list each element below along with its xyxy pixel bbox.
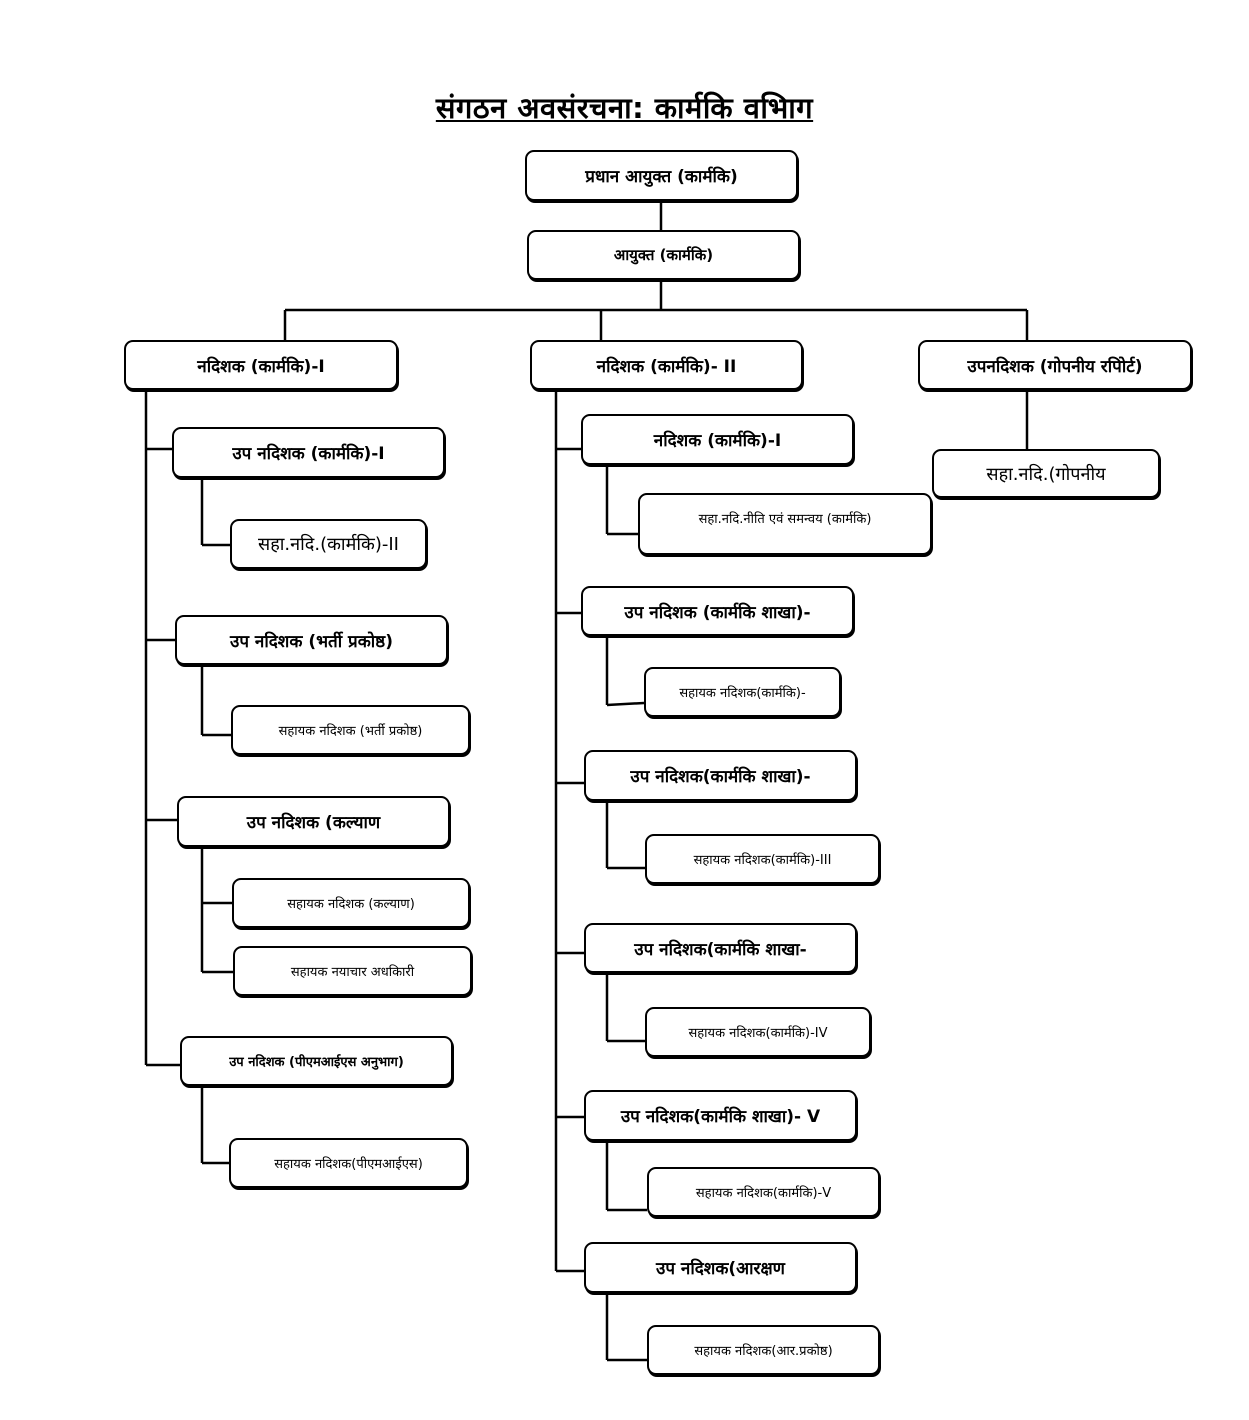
ad-reservation-cell-box: सहायक नदिशक(आर.प्रकोष्ठ) bbox=[647, 1325, 880, 1375]
ad-policy-coordination-box: सहा.नदि.नीत‍ि एवं समन्वय (कार्मकि) bbox=[638, 493, 932, 555]
ad-personnel-a-box: सहायक नदिशक(कार्मकि)- bbox=[644, 667, 841, 717]
assistant-director-confidential-box: सहा.नदि.(गोपनीय bbox=[932, 449, 1160, 498]
deputy-director-confidential-box: उपनदिशक (गोपनीय रपिोर्ट) bbox=[918, 340, 1192, 390]
principal-commissioner-box: प्रधान आयुक्त (कार्मकि) bbox=[525, 150, 798, 201]
dd-personnel-branch-c-box: उप नदिशक(कार्मकि शाखा- bbox=[584, 923, 857, 973]
dd-personnel-1-box: उप नदिशक (कार्मकि)-I bbox=[172, 427, 445, 478]
director-personnel-1-sub-box: नदिशक (कार्मकि)-I bbox=[581, 414, 854, 465]
dd-recruitment-cell-box: उप नदिशक (भर्ती प्रकोष्ठ) bbox=[175, 615, 448, 665]
dd-reservation-box: उप नदिशक(आरक्षण bbox=[584, 1242, 857, 1293]
director-2-box: नदिशक (कार्मकि)- II bbox=[530, 340, 803, 390]
page-title: संगठन अवसंरचना: कार्मकि वभिाग bbox=[435, 91, 814, 125]
ad-personnel-4-box: सहायक नदिशक(कार्मकि)-IV bbox=[645, 1007, 871, 1057]
dd-pmis-section-box: उप नदिशक (पीएमआईएस अनुभाग) bbox=[180, 1036, 453, 1086]
dd-personnel-branch-b-box: उप नदिशक(कार्मकि शाखा)- bbox=[584, 750, 857, 801]
director-1-box: नदिशक (कार्मकि)-I bbox=[124, 340, 398, 390]
dd-personnel-branch-5-box: उप नदिशक(कार्मकि शाखा)- V bbox=[584, 1090, 857, 1141]
ad-recruitment-cell-box: सहायक नदिशक (भर्ती प्रकोष्ठ) bbox=[231, 705, 470, 755]
dd-personnel-branch-a-box: उप नदिशक (कार्मकि शाखा)- bbox=[581, 586, 854, 636]
ad-personnel-3-box: सहायक नदिशक(कार्मकि)-III bbox=[645, 834, 880, 884]
assistant-legal-officer-box: सहायक नयाचार अधकिारी bbox=[233, 946, 472, 996]
ad-personnel-2-box: सहा.नदि.(कार्मकि)-II bbox=[230, 519, 427, 569]
ad-personnel-5-box: सहायक नदिशक(कार्मकि)-V bbox=[647, 1167, 880, 1217]
ad-welfare-box: सहायक नदिशक (कल्याण) bbox=[232, 878, 470, 928]
commissioner-box: आयुक्त (कार्मकि) bbox=[527, 230, 800, 280]
ad-pmis-box: सहायक नदिशक(पीएमआईएस) bbox=[229, 1138, 468, 1188]
dd-welfare-box: उप नदिशक (कल्याण bbox=[177, 796, 450, 847]
